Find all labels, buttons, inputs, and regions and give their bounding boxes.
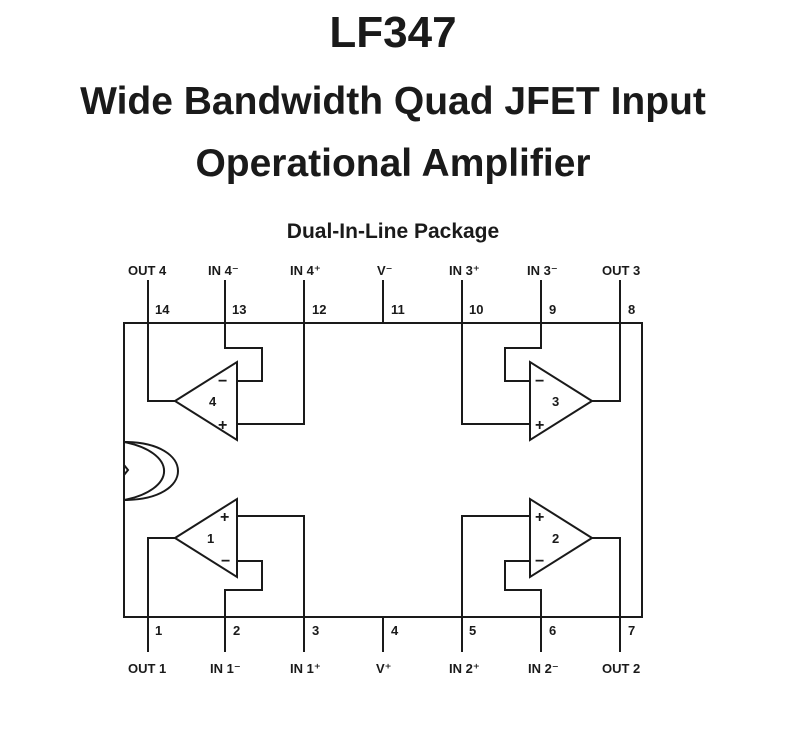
amp2-output-wire [592,537,621,617]
pin-11-number: 11 [391,302,405,317]
pin-10-number: 10 [469,302,483,317]
pin-8-name: OUT 3 [602,263,640,278]
amplifier-4-minus-sign: − [218,373,227,390]
pin-4-name: V⁺ [376,661,392,676]
amplifier-3-label: 3 [552,394,559,409]
amplifier-4-label: 4 [209,394,217,409]
amp3-inverting-wire [504,323,542,382]
amp1-noninverting-wire [237,515,305,617]
amplifier-2-minus-sign: − [535,553,544,570]
amplifier-3-plus-sign: + [535,417,544,434]
pin-7-name: OUT 2 [602,661,640,676]
amplifier-1-plus-sign: + [220,509,229,526]
pin-1-number: 1 [155,623,162,638]
pin-9-name: IN 3⁻ [527,263,558,278]
amplifier-1-label: 1 [207,531,214,546]
amplifier-2-triangle [529,497,594,579]
pin-5-name: IN 2⁺ [449,661,480,676]
amp1-output-wire [147,537,175,617]
pin-12-name: IN 4⁺ [290,263,321,278]
amp4-noninverting-wire [237,323,305,425]
pin-2-number: 2 [233,623,240,638]
pin-12-number: 12 [312,302,326,317]
pin-13-number: 13 [232,302,246,317]
pin-8-number: 8 [628,302,635,317]
pin-2-name: IN 1⁻ [210,661,241,676]
amp4-inverting-wire [224,323,263,382]
amplifier-2-label: 2 [552,531,559,546]
pin-10-name: IN 3⁺ [449,263,480,278]
amp2-inverting-wire [504,560,542,617]
pin-14-name: OUT 4 [128,263,167,278]
package-label: Dual-In-Line Package [286,220,500,243]
title-line-1: Wide Bandwidth Quad JFET Input [80,80,706,123]
package-body [123,322,643,618]
amp2-noninverting-wire [461,515,530,617]
pin-1-name: OUT 1 [128,661,166,676]
amplifier-3-minus-sign: − [535,373,544,390]
amplifier-1-minus-sign: − [221,553,230,570]
notch-mark [123,464,130,476]
pin1-notch [123,441,166,501]
part-number: LF347 [329,8,457,57]
amp1-inverting-wire [224,560,263,617]
pin-13-name: IN 4⁻ [208,263,239,278]
pin-6-number: 6 [549,623,556,638]
pin-6-name: IN 2⁻ [528,661,559,676]
pin-14-number: 14 [155,302,170,317]
amp3-output-wire [592,323,621,402]
amplifier-4-plus-sign: + [218,417,227,434]
amplifier-1-triangle [173,497,238,579]
amplifier-3-triangle [529,360,594,442]
pin-5-number: 5 [469,623,476,638]
pin-3-name: IN 1⁺ [290,661,321,676]
pin-4-number: 4 [391,623,399,638]
amp4-output-wire [147,323,175,402]
amplifier-4-triangle [173,360,238,442]
pin-3-number: 3 [312,623,319,638]
title-line-2: Operational Amplifier [195,142,591,185]
pin-11-name: V⁻ [377,263,393,278]
amp3-noninverting-wire [461,323,530,425]
notch-outline [123,441,179,501]
pin-9-number: 9 [549,302,556,317]
pin-7-number: 7 [628,623,635,638]
amplifier-2-plus-sign: + [535,509,544,526]
